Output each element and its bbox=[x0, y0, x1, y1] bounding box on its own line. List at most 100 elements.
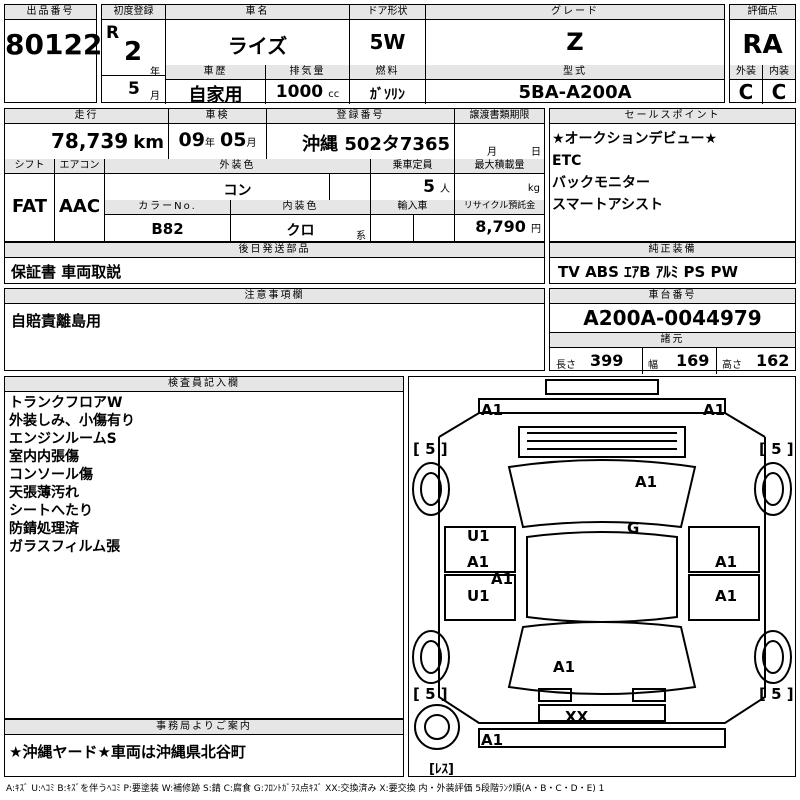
grade-cell: グレード Z bbox=[426, 5, 724, 65]
color-no-value: B82 bbox=[151, 220, 184, 238]
inspector-item: トランクフロアW bbox=[9, 395, 123, 411]
sales-points-list: ★オークションデビュー★ ETC バックモニター スマートアシスト bbox=[550, 124, 795, 220]
shift-value: FAT bbox=[11, 196, 48, 217]
car-name-label: 車名 bbox=[166, 5, 349, 20]
equipment-value: TV ABS ｴｱB ｱﾙﾐ PS PW bbox=[558, 263, 739, 281]
history-label: 車歴 bbox=[166, 65, 265, 80]
int-color-cell: 内装色 クロ 系 bbox=[231, 200, 371, 242]
grade-label: グレード bbox=[426, 5, 724, 20]
lot-number: 80122 bbox=[5, 28, 103, 61]
import-cell: 輸入車 bbox=[371, 200, 455, 241]
model-value: 5BA-A200A bbox=[518, 82, 632, 103]
score-box: 評価点 RA 外装 C 内装 C bbox=[729, 4, 796, 104]
damage-mark: G bbox=[627, 519, 640, 537]
specs-width-label: 幅 bbox=[648, 360, 658, 371]
damage-mark: U1 bbox=[467, 527, 490, 545]
ext-score-label: 外装 bbox=[730, 65, 762, 80]
inspector-item: 外装しみ、小傷有り bbox=[9, 413, 135, 429]
inspector-item: 室内内張傷 bbox=[9, 449, 79, 465]
notes-value: 自賠責離島用 bbox=[11, 312, 102, 330]
specs-height: 162 bbox=[756, 351, 790, 370]
displacement-cell: 排気量 1000 cc bbox=[266, 65, 350, 104]
inspector-item: ガラスフィルム張 bbox=[9, 539, 121, 555]
inspection-cell: 車検 09年 05月 bbox=[169, 109, 267, 159]
int-score-value: C bbox=[771, 80, 787, 104]
damage-mark: A1 bbox=[467, 553, 490, 571]
int-color-value: クロ bbox=[286, 223, 315, 239]
lot-box: 出品番号 80122 bbox=[4, 4, 103, 103]
specs-label: 諸元 bbox=[550, 332, 795, 348]
car-name-value: ライズ bbox=[227, 34, 288, 58]
office-label: 事務局よりご案内 bbox=[5, 720, 403, 735]
first-reg-era: R bbox=[106, 23, 120, 43]
sales-points-label: セールスポイント bbox=[550, 109, 795, 124]
damage-mark: A1 bbox=[481, 731, 504, 749]
ext-color-label: 外装色 bbox=[105, 159, 370, 174]
car-outline bbox=[412, 379, 792, 750]
inspector-item: エンジンルームS bbox=[9, 431, 117, 447]
inspector-label: 検査員記入欄 bbox=[5, 377, 403, 392]
fuel-cell: 燃料 ｶﾞｿﾘﾝ bbox=[350, 65, 426, 104]
capacity-value: 5 bbox=[423, 177, 435, 197]
transfer-day-unit: 日 bbox=[531, 147, 541, 158]
max-load-unit: kg bbox=[527, 183, 540, 194]
sales-point-item: ★オークションデビュー★ bbox=[552, 131, 718, 147]
reg-no-label: 登録番号 bbox=[267, 109, 454, 124]
tire-front-right: [ 5 ] bbox=[759, 440, 794, 458]
damage-mark: U1 bbox=[467, 587, 490, 605]
inspector-list: トランクフロアW 外装しみ、小傷有り エンジンルームS 室内内張傷 コンソール傷… bbox=[5, 392, 403, 558]
specs-length-label: 長さ bbox=[556, 360, 576, 371]
inspection-month-unit: 月 bbox=[246, 138, 257, 149]
tire-front-left: [ 5 ] bbox=[413, 440, 448, 458]
notes-box: 注意事項欄 自賠責離島用 bbox=[4, 288, 545, 371]
ext-score-value: C bbox=[738, 80, 754, 104]
transfer-cell: 譲渡書類期限 月 日 bbox=[455, 109, 544, 159]
office-value: ★沖縄ヤード★車両は沖縄県北谷町 bbox=[9, 743, 246, 761]
equipment-label: 純正装備 bbox=[550, 243, 795, 258]
spare-tire-label: [ﾚｽ] bbox=[429, 762, 454, 777]
notes-label: 注意事項欄 bbox=[5, 289, 544, 304]
sales-points-box: セールスポイント ★オークションデビュー★ ETC バックモニター スマートアシ… bbox=[549, 108, 796, 242]
later-parts-value: 保証書 車両取説 bbox=[11, 263, 122, 281]
car-name-cell: 車名 ライズ bbox=[166, 5, 350, 65]
vehicle-info-box: 初度登録 R 2 年 5 月 車名 ライズ ドア形状 5W グレード Z 車歴 … bbox=[101, 4, 725, 106]
inspection-year-unit: 年 bbox=[204, 138, 215, 149]
door-cell: ドア形状 5W bbox=[350, 5, 426, 65]
sales-point-item: バックモニター bbox=[552, 175, 650, 191]
car-diagram: [ 5 ] [ 5 ] [ 5 ] [ 5 ] [ﾚｽ] A1 A1 A1 G … bbox=[408, 376, 796, 777]
specs-row: 長さ 399 幅 169 高さ 162 bbox=[550, 348, 795, 374]
aircon-value: AAC bbox=[58, 196, 101, 217]
grade-value: Z bbox=[566, 28, 584, 56]
inspector-item: シートへたり bbox=[9, 503, 93, 519]
recycle-unit: 円 bbox=[531, 224, 541, 235]
inspection-label: 車検 bbox=[169, 109, 266, 124]
tire-rear-left: [ 5 ] bbox=[413, 685, 448, 703]
lot-label: 出品番号 bbox=[5, 5, 96, 20]
damage-mark: A1 bbox=[703, 401, 726, 419]
reg-no-cell: 登録番号 沖縄 502タ7365 bbox=[267, 109, 455, 159]
transfer-label: 譲渡書類期限 bbox=[455, 109, 544, 124]
door-label: ドア形状 bbox=[350, 5, 425, 20]
inspector-item: 天張薄汚れ bbox=[9, 485, 79, 501]
fuel-value: ｶﾞｿﾘﾝ bbox=[370, 87, 405, 103]
recycle-value: 8,790 bbox=[475, 217, 526, 236]
capacity-cell: 乗車定員 5 人 bbox=[371, 159, 455, 200]
displacement-label: 排気量 bbox=[266, 65, 349, 80]
damage-mark: A1 bbox=[481, 401, 504, 419]
capacity-unit: 人 bbox=[440, 184, 450, 195]
inspector-item: コンソール傷 bbox=[9, 467, 93, 483]
specs-width: 169 bbox=[676, 351, 710, 370]
aircon-label: エアコン bbox=[55, 159, 104, 174]
mileage-label: 走行 bbox=[5, 109, 168, 124]
displacement-unit: cc bbox=[328, 89, 340, 100]
damage-mark: A1 bbox=[491, 570, 514, 588]
model-label: 型式 bbox=[426, 65, 724, 80]
mileage-unit: km bbox=[133, 132, 164, 153]
first-reg-year-unit: 年 bbox=[150, 67, 160, 78]
inspector-item: 防錆処理済 bbox=[9, 521, 79, 537]
specs-height-label: 高さ bbox=[722, 360, 742, 371]
shift-cell: シフト FAT bbox=[5, 159, 55, 241]
chassis-value: A200A-0044979 bbox=[583, 306, 762, 330]
capacity-label: 乗車定員 bbox=[371, 159, 454, 174]
int-score-label: 内装 bbox=[763, 65, 795, 80]
